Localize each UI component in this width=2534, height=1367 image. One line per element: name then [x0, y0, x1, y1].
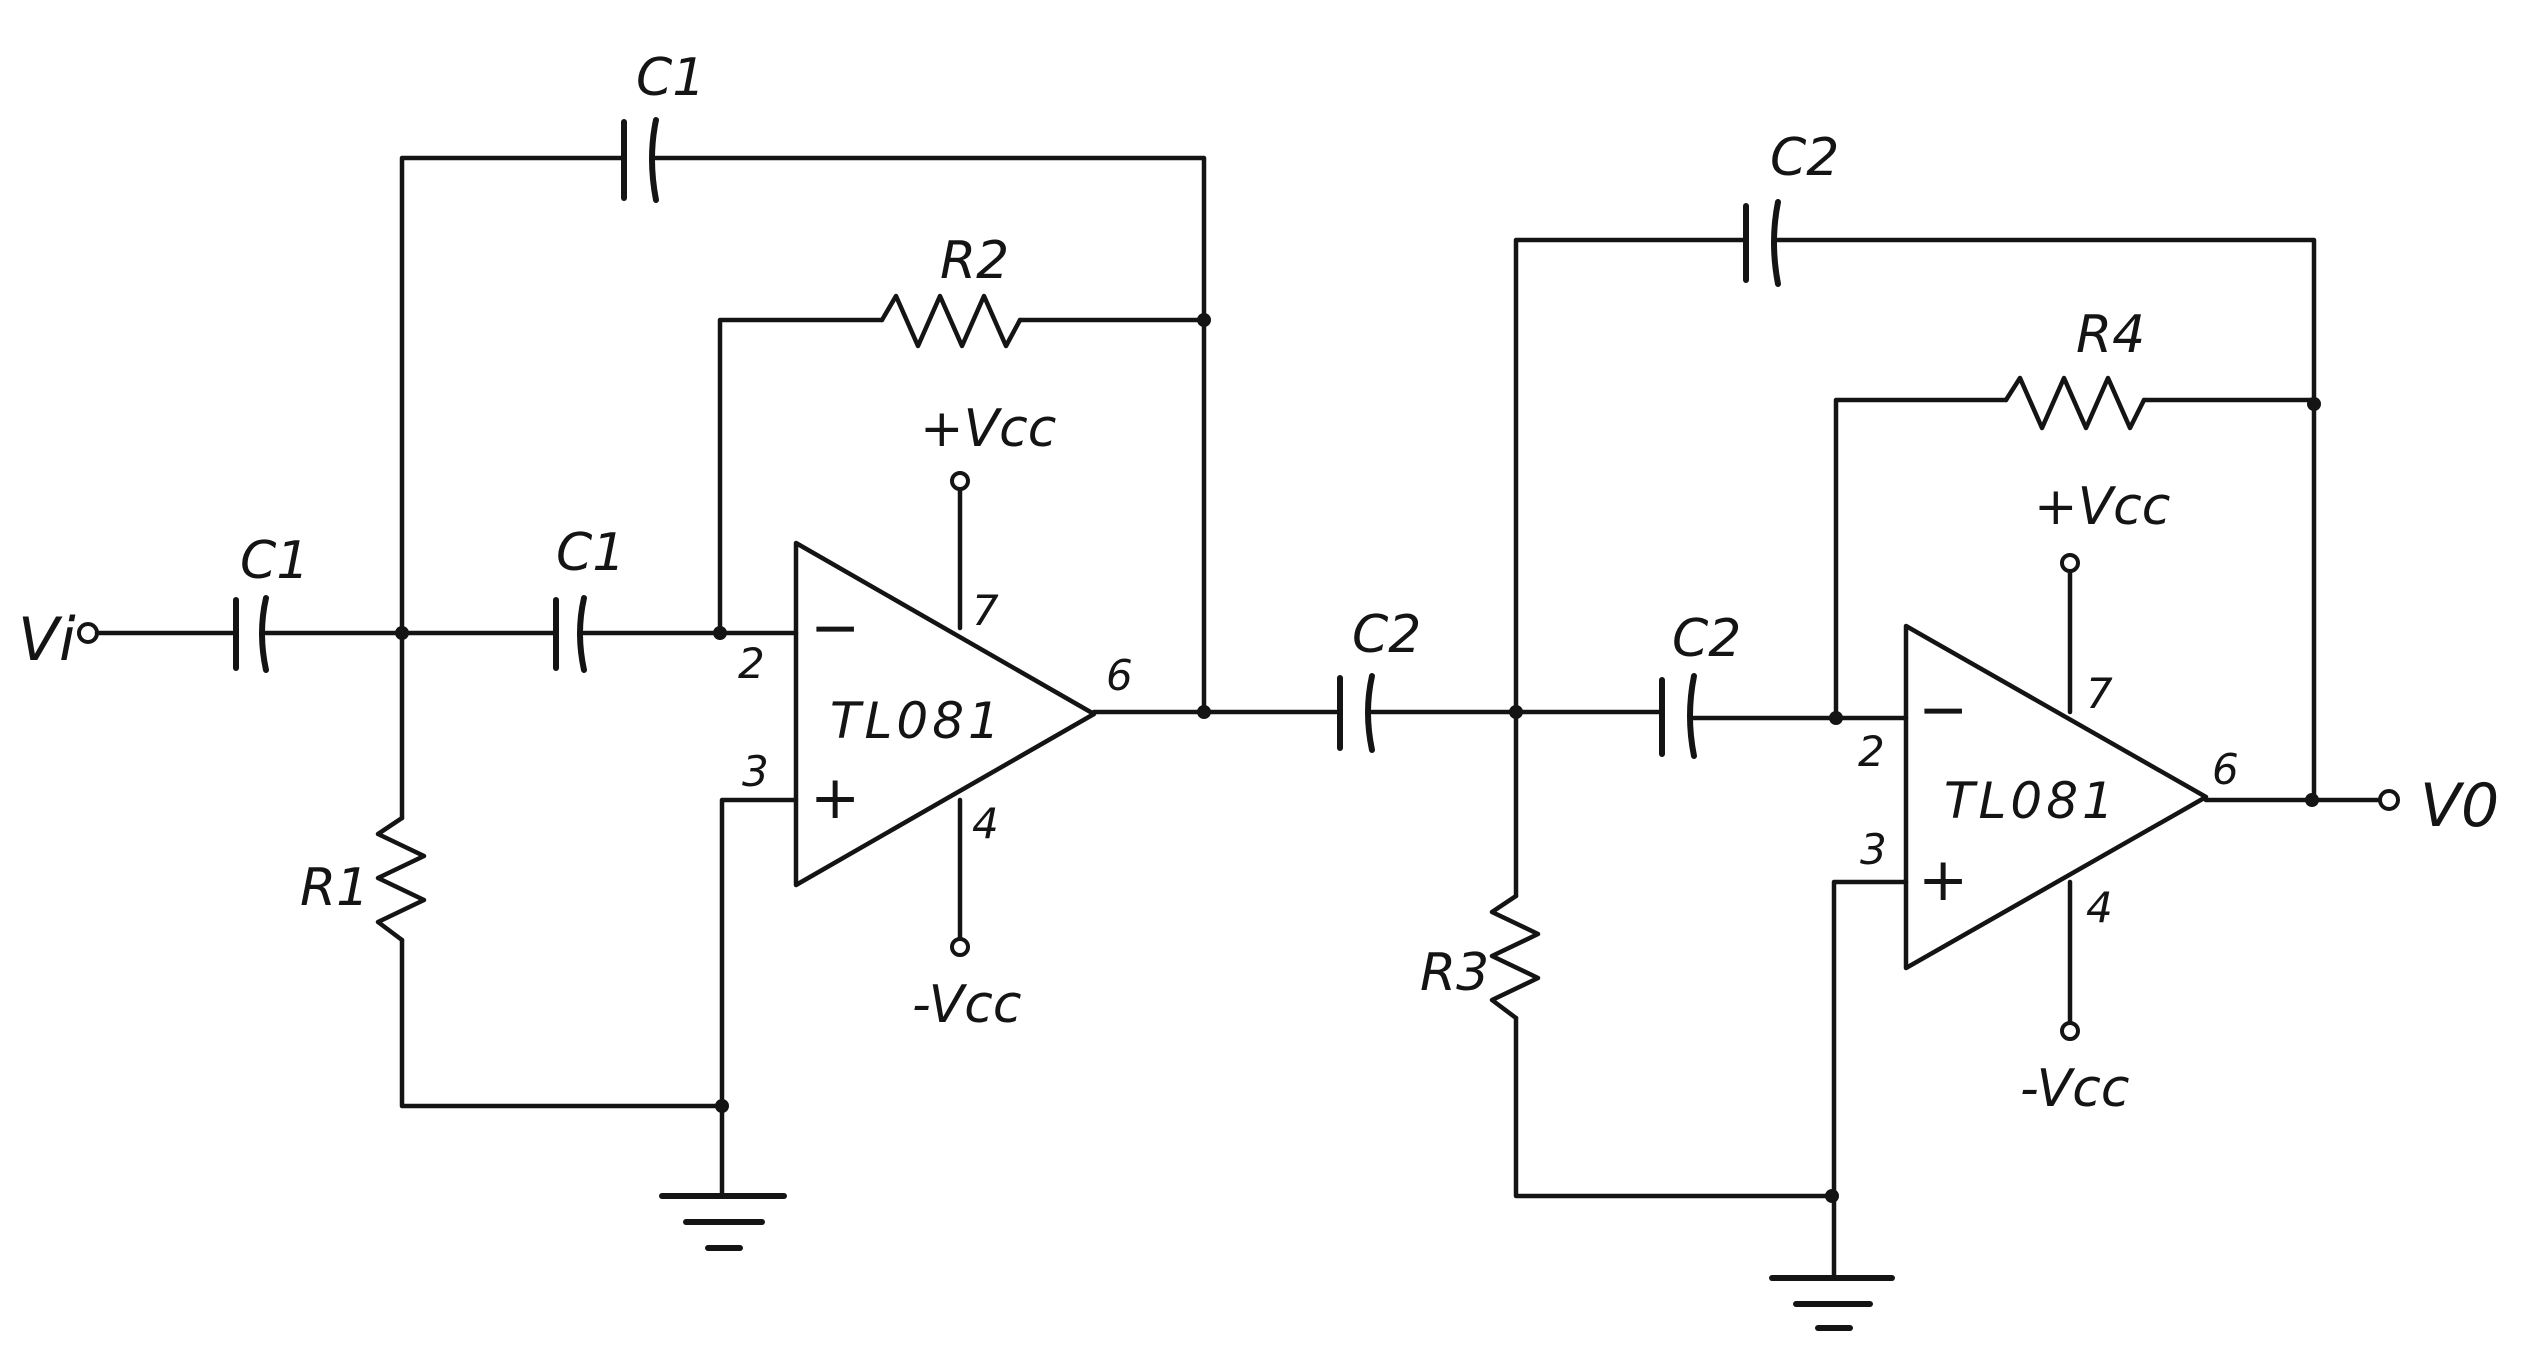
opamp-1-pin-7: 7 — [972, 586, 999, 635]
terminal-vpos-1 — [950, 471, 970, 491]
opamp-1-pin-3: 3 — [742, 747, 769, 796]
opamp-1-minus-sign: − — [810, 593, 860, 663]
opamp-1-plus-sign: + — [810, 763, 860, 833]
junction-ground-2 — [1825, 1189, 1839, 1203]
label-c2-series: C2 — [1672, 609, 1741, 669]
wire-r1-to-ground — [399, 937, 723, 1109]
capacitor-c2-top — [1743, 199, 1781, 287]
wire-noninv-to-ground — [719, 797, 799, 1199]
output-terminal — [2378, 789, 2400, 811]
wire-top-feedback-left-2 — [1513, 237, 1747, 715]
capacitor-c1-series — [553, 595, 587, 673]
resistor-r1 — [375, 815, 427, 943]
opamp-2-pin-4: 4 — [2086, 883, 2113, 932]
opamp-1-pin-6: 6 — [1106, 651, 1133, 700]
output-label: V0 — [2420, 771, 2499, 841]
label-c2-coupling: C2 — [1352, 605, 1421, 665]
input-terminal — [77, 622, 99, 644]
opamp-2-label: TL081 — [1944, 772, 2118, 830]
opamp-1-pin-4: 4 — [972, 799, 999, 848]
opamp-2-body — [1903, 623, 2209, 971]
junction-stage-2-out — [2305, 793, 2319, 807]
label-r1: R1 — [300, 858, 369, 918]
wire-top-feedback-right-2 — [1775, 237, 2317, 803]
label-r3: R3 — [1420, 943, 1489, 1003]
opamp-2-plus-sign: + — [1918, 845, 1968, 915]
terminal-vneg-2 — [2060, 1021, 2080, 1041]
label-vpos-1: +Vcc — [920, 399, 1056, 459]
input-label: Vi — [18, 605, 76, 675]
resistor-r2 — [879, 293, 1023, 349]
wire-noninv-to-ground-2 — [1831, 879, 1909, 1281]
resistor-r4 — [2003, 375, 2147, 431]
label-c1-input: C1 — [240, 531, 309, 591]
opamp-2-pin-3: 3 — [1860, 825, 1887, 874]
capacitor-c1-top — [621, 117, 659, 203]
label-vneg-1: -Vcc — [912, 975, 1021, 1035]
label-r4: R4 — [2076, 305, 2145, 365]
capacitor-c1-input — [233, 595, 269, 673]
label-vneg-2: -Vcc — [2020, 1059, 2129, 1119]
stage-2: C2 C2 C2 R4 R3 — [1337, 128, 2499, 1331]
capacitor-c2-coupling — [1337, 673, 1375, 753]
opamp-1-pin-2: 2 — [738, 639, 765, 688]
junction-ground-1 — [715, 1099, 729, 1113]
junction-r4-out — [2307, 397, 2321, 411]
opamp-2-pin-6: 6 — [2212, 745, 2239, 794]
label-c1-top: C1 — [636, 48, 705, 108]
capacitor-c2-series — [1659, 673, 1697, 759]
opamp-2-pin-7: 7 — [2086, 669, 2113, 718]
label-vpos-2: +Vcc — [2034, 477, 2170, 537]
wire-r4-left — [1833, 397, 2009, 721]
opamp-1-body — [793, 540, 1097, 888]
label-c1-series: C1 — [556, 523, 625, 583]
opamp-2-pin-2: 2 — [1858, 727, 1885, 776]
label-r2: R2 — [940, 231, 1009, 291]
junction-stage-1-out — [1197, 705, 1211, 719]
terminal-vpos-2 — [2060, 553, 2080, 573]
junction-r2-out — [1197, 313, 1211, 327]
ground-symbol-2 — [1769, 1275, 1895, 1331]
wire-top-feedback-left — [399, 155, 625, 636]
opamp-1-label: TL081 — [830, 692, 1004, 750]
terminal-vneg-1 — [950, 937, 970, 957]
wire-r2-left — [717, 317, 885, 636]
resistor-r3 — [1489, 893, 1541, 1021]
wire-top-feedback-right — [653, 155, 1207, 715]
label-c2-top: C2 — [1770, 128, 1839, 188]
ground-symbol-1 — [659, 1193, 787, 1251]
wire-r3-to-ground — [1513, 1015, 1833, 1199]
opamp-2-minus-sign: − — [1918, 675, 1968, 745]
stage-1: Vi C1 C1 C1 R2 — [18, 48, 1339, 1251]
